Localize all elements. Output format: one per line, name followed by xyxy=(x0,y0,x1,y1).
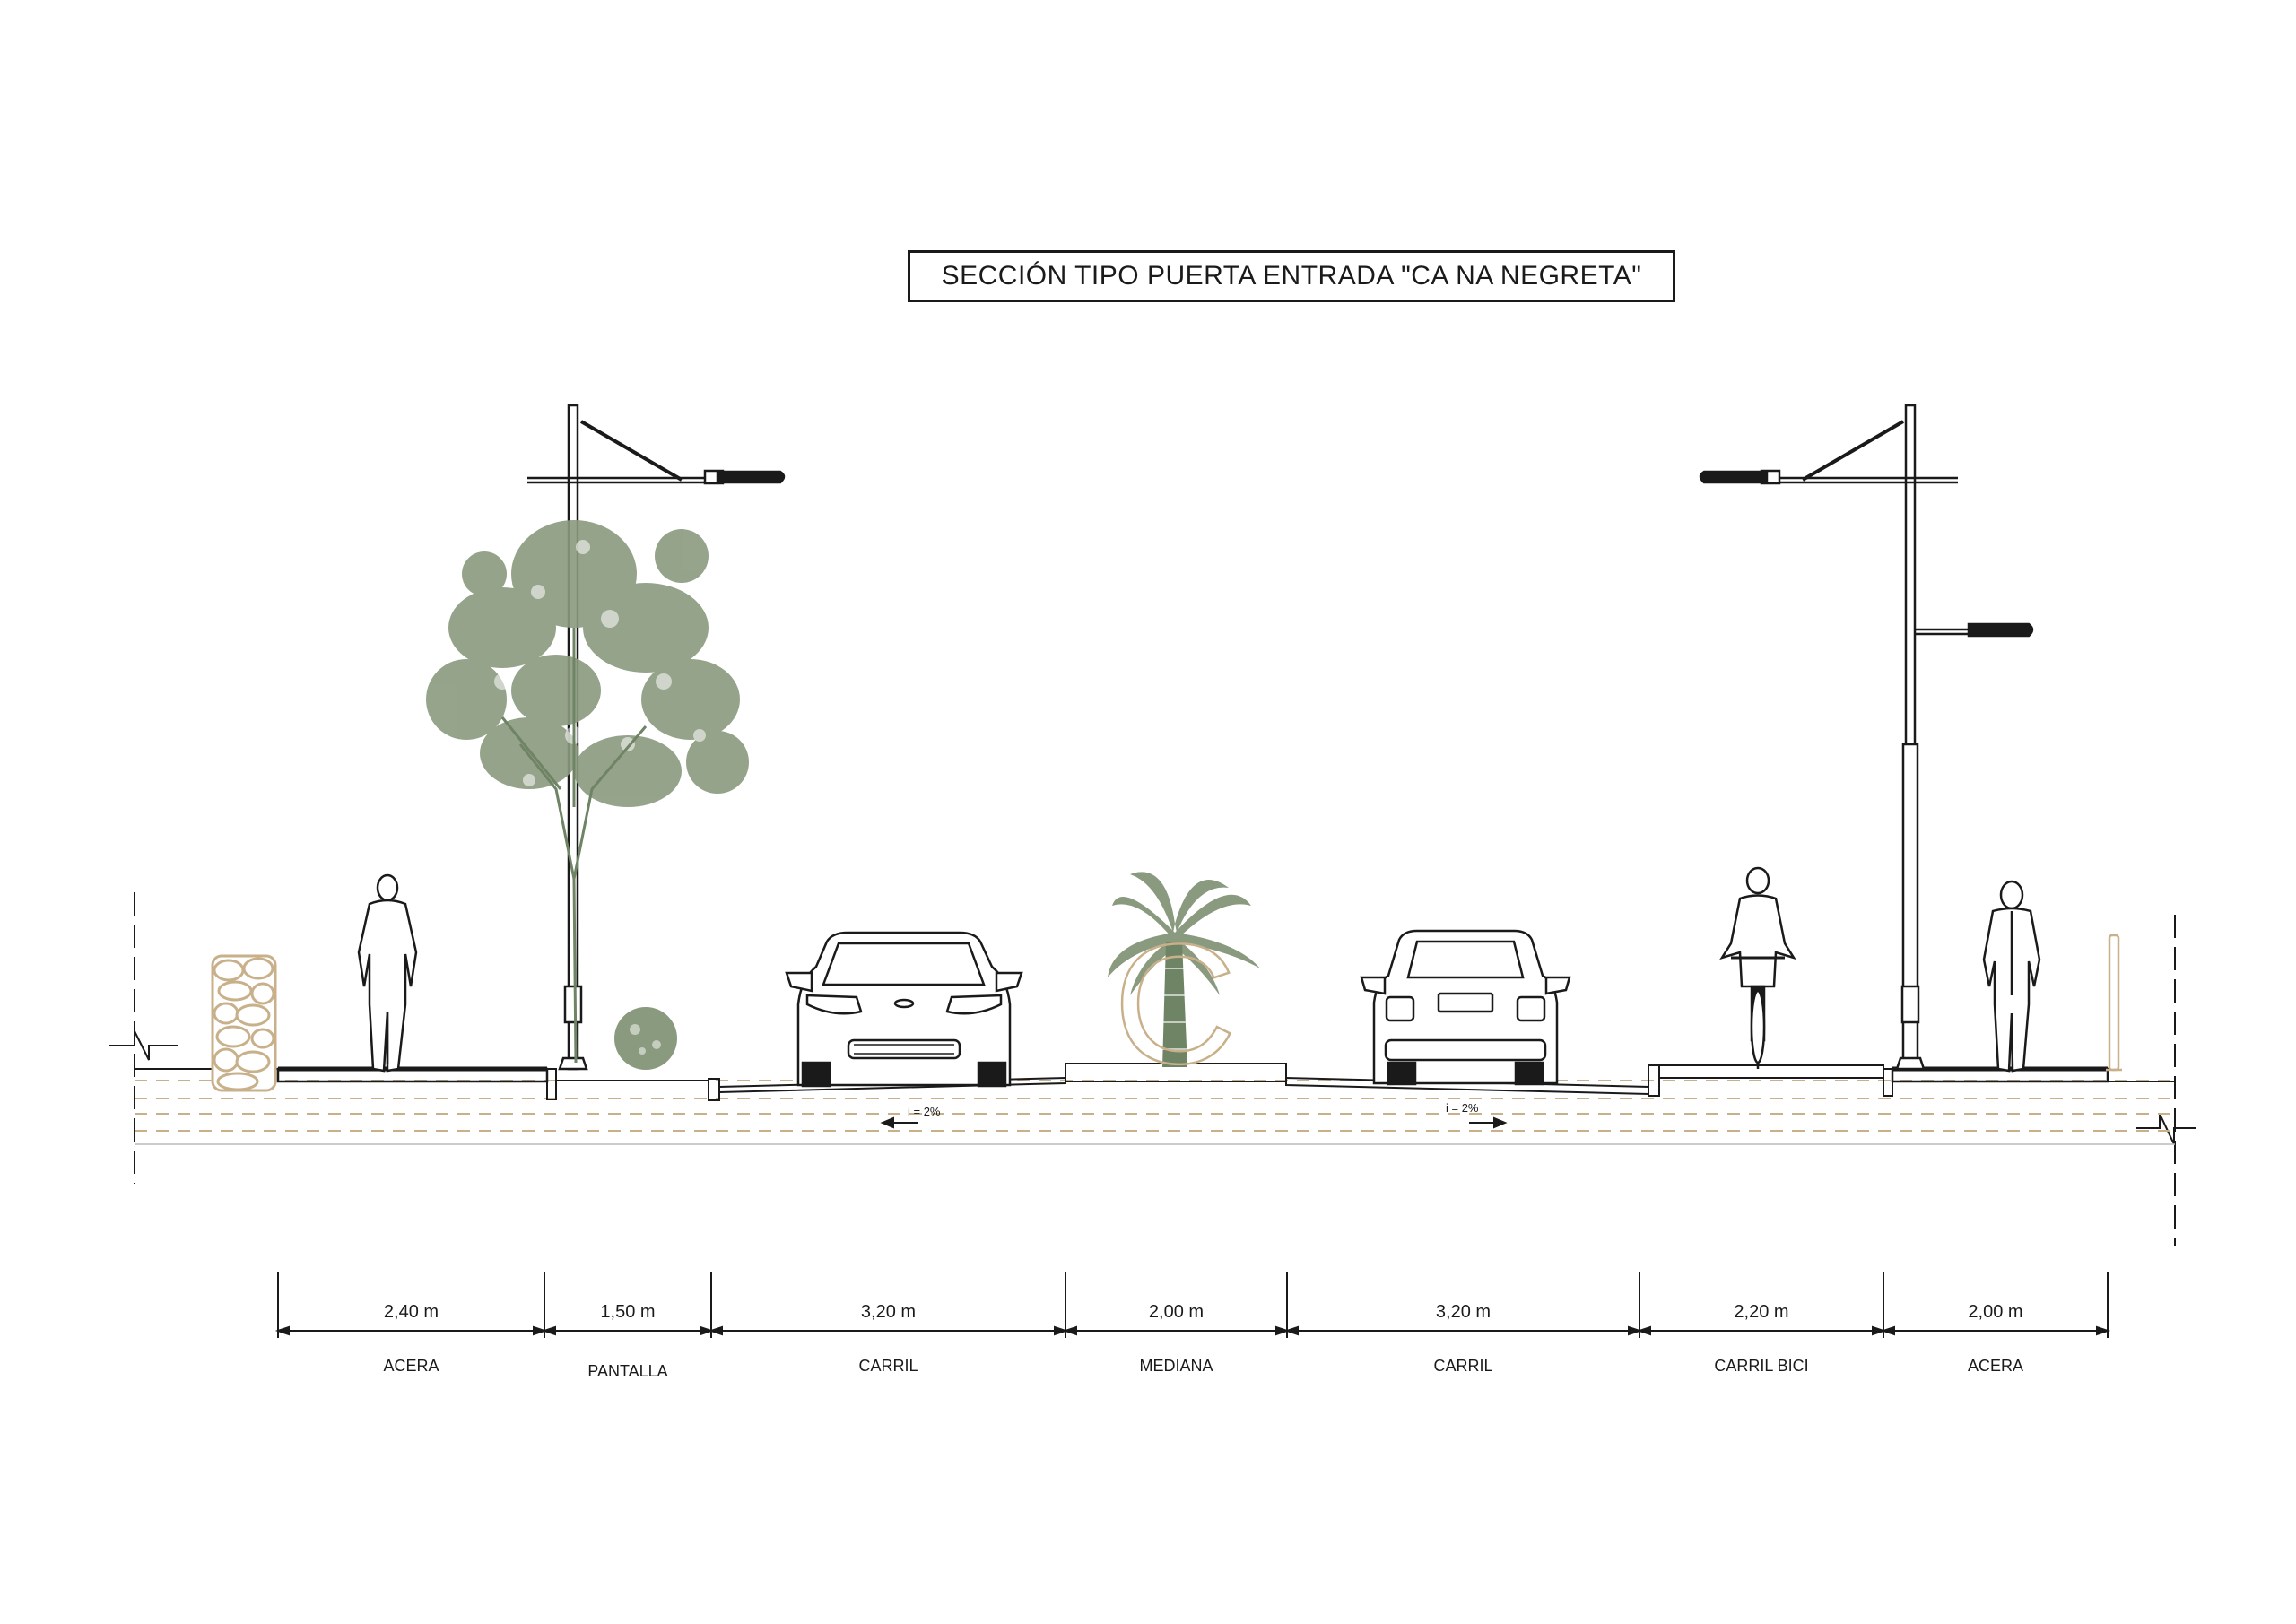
car-front-icon xyxy=(785,931,1023,1088)
dimension-arrow xyxy=(1283,1325,1299,1336)
slope-label-right: i = 2% xyxy=(1446,1101,1479,1115)
dimension-arrow xyxy=(533,1325,548,1336)
zone-width-value: 2,00 m xyxy=(1148,1302,1205,1322)
dimension-arrow xyxy=(1062,1325,1077,1336)
drawing-title-box: SECCIÓN TIPO PUERTA ENTRADA "CA NA NEGRE… xyxy=(908,250,1675,302)
dimension-arrow xyxy=(1636,1325,1651,1336)
tree-icon xyxy=(426,520,749,1064)
logo-letter-c: C xyxy=(1113,909,1236,1099)
zone-label: ACERA xyxy=(1967,1357,2024,1375)
curb-right xyxy=(1883,1068,1893,1097)
zone-width-value: 2,40 m xyxy=(383,1302,439,1322)
dimension-arrow xyxy=(1880,1325,1895,1336)
street-lamp-icon xyxy=(1699,404,2034,1071)
dimension-arrow xyxy=(541,1325,556,1336)
zone-label: CARRIL xyxy=(1433,1357,1493,1375)
dimension-arrow xyxy=(708,1325,723,1336)
left-break-line xyxy=(109,892,178,1184)
zone-width-value: 3,20 m xyxy=(1435,1302,1492,1322)
zone-label: CARRIL BICI xyxy=(1714,1357,1809,1375)
cyclist-icon xyxy=(1719,866,1796,1069)
stone-wall-icon xyxy=(211,954,277,1092)
bike-lane-slab xyxy=(1658,1064,1884,1079)
dimension-arrow xyxy=(1872,1325,1887,1336)
curb-left xyxy=(546,1068,557,1100)
pedestrian-icon xyxy=(1982,880,2041,1073)
slope-arrows xyxy=(880,1116,1508,1129)
zone-label: ACERA xyxy=(383,1357,439,1375)
curb-pantalla xyxy=(708,1078,720,1101)
dimension-arrow xyxy=(1275,1325,1291,1336)
zone-width-value: 1,50 m xyxy=(600,1302,656,1322)
bollard-icon xyxy=(2106,934,2122,1072)
slope-label-left: i = 2% xyxy=(908,1105,941,1118)
zone-width-value: 2,20 m xyxy=(1734,1302,1789,1322)
dimension-arrow xyxy=(2096,1325,2111,1336)
zone-width-value: 2,00 m xyxy=(1968,1302,2023,1322)
pedestrian-icon xyxy=(357,873,418,1073)
zone-label: MEDIANA xyxy=(1139,1357,1213,1375)
zone-label: PANTALLA xyxy=(587,1362,668,1380)
zone-label: CARRIL xyxy=(858,1357,918,1375)
palm-tree-icon xyxy=(1108,872,1260,1067)
dimension-arrow xyxy=(274,1325,290,1336)
zone-width-value: 3,20 m xyxy=(860,1302,917,1322)
drawing-title: SECCIÓN TIPO PUERTA ENTRADA "CA NA NEGRE… xyxy=(941,261,1642,291)
dimension-arrow xyxy=(1054,1325,1069,1336)
shrub-icon xyxy=(614,1007,677,1070)
car-rear-icon xyxy=(1360,929,1571,1086)
dimension-arrow xyxy=(1628,1325,1643,1336)
dimension-line xyxy=(274,1272,2111,1338)
curb-bike-lane xyxy=(1648,1064,1660,1097)
dimension-arrow xyxy=(700,1325,715,1336)
